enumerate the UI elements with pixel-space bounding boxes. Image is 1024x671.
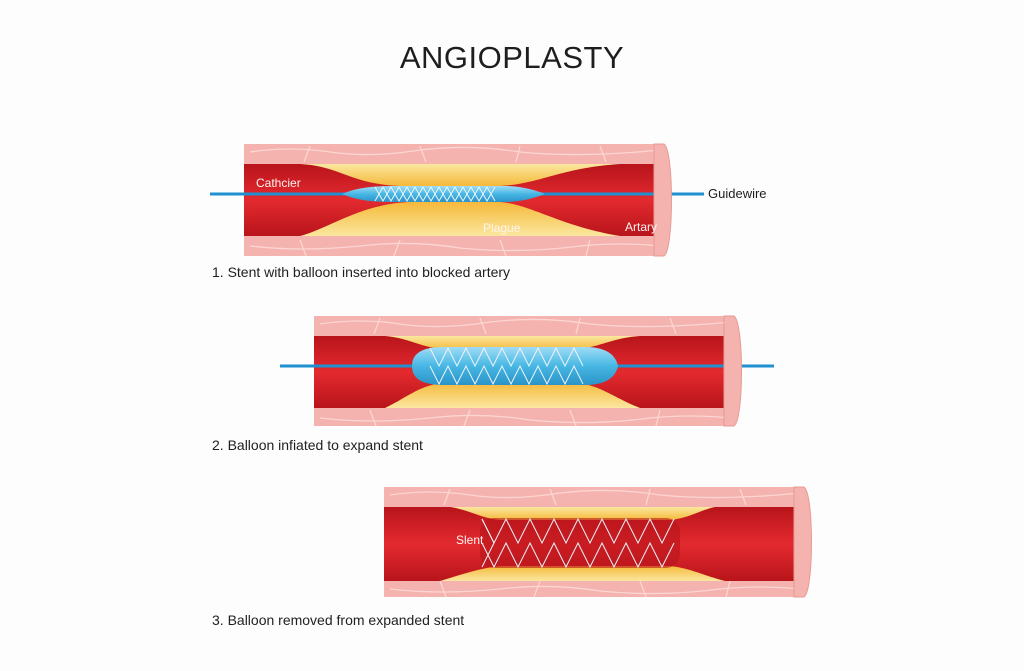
page-title: ANGIOPLASTY: [399, 40, 625, 75]
artery-end: [793, 486, 812, 598]
stent: [481, 517, 675, 569]
plaque-label: Plague: [483, 221, 521, 235]
plaque-bottom: [440, 566, 725, 581]
stage-1-artery: Cathcier Plague Artary Guidewire: [210, 143, 767, 257]
artery-end: [653, 143, 672, 257]
wall-texture: [319, 317, 731, 427]
guidewire-label: Guidewire: [708, 186, 767, 201]
stent: [374, 185, 496, 203]
plaque-bottom: [300, 202, 620, 236]
wall-texture: [249, 145, 661, 257]
catheter-label: Cathcier: [256, 176, 301, 190]
stage-3-caption: 3. Balloon removed from expanded stent: [212, 612, 465, 628]
wall-texture: [389, 488, 801, 598]
stent: [429, 346, 584, 386]
artery-end: [723, 315, 742, 427]
plaque-top: [300, 164, 620, 186]
balloon-inflated: [412, 347, 618, 385]
stent-label: Slent: [456, 533, 484, 547]
stage-2-caption: 2. Balloon infiated to expand stent: [212, 437, 423, 453]
plaque-bottom: [385, 382, 640, 408]
plaque-top: [385, 336, 640, 350]
plaque-top: [450, 507, 715, 520]
stent-expanded: [480, 518, 680, 568]
stage-2-artery: [280, 315, 774, 427]
stage-1-caption: 1. Stent with balloon inserted into bloc…: [212, 264, 511, 280]
artery-label: Artary: [625, 220, 657, 234]
stage-3-artery: Slent: [384, 486, 812, 598]
